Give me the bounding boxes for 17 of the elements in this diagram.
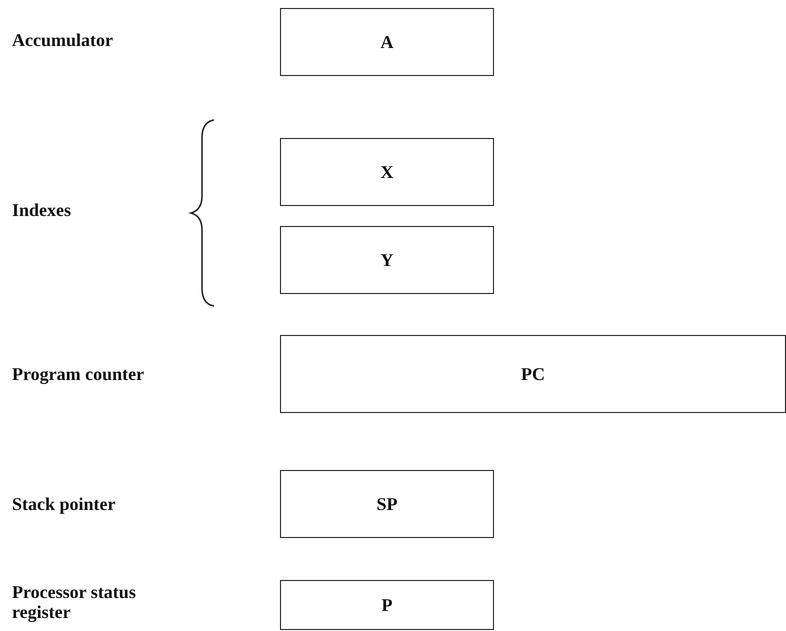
register-box [280,226,494,294]
register-box [280,8,494,76]
register-box [280,580,494,630]
register-label: Indexes [12,200,72,220]
register-name: P [382,594,392,616]
register-label: Processor status register [12,582,137,622]
register-label: Stack pointer [12,494,116,514]
register-box [280,470,494,538]
register-name: X [380,162,394,182]
register-box [280,138,494,206]
register-label: Program counter [12,364,146,384]
register-box [280,335,786,413]
register-name: Y [380,250,394,270]
register-name: PC [521,364,545,384]
register-name: A [380,32,394,52]
register-label: Accumulator [12,30,114,50]
register-name: SP [376,494,398,514]
